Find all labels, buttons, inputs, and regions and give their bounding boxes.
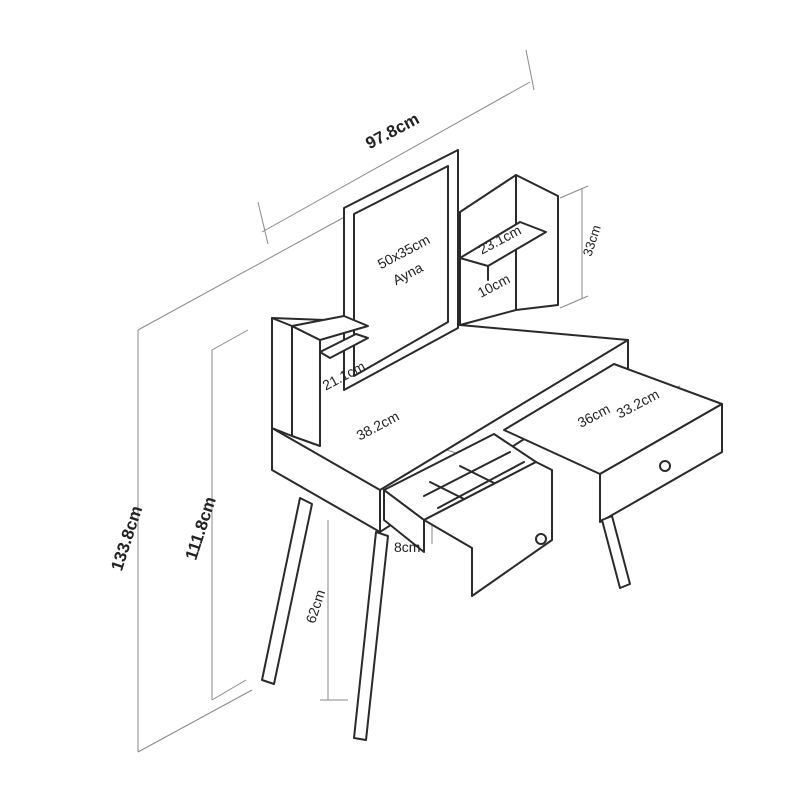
right-drawer bbox=[503, 363, 723, 523]
left-drawer bbox=[383, 433, 553, 597]
legs bbox=[261, 497, 631, 741]
width-total-label: 97.8cm bbox=[362, 109, 422, 153]
drawer-height-label: 8cm bbox=[394, 539, 420, 555]
left-side-unit bbox=[271, 315, 369, 447]
mirror: 50x35cm Ayna bbox=[343, 149, 459, 391]
upper-unit-height-label: 33cm bbox=[580, 223, 604, 258]
height-top-shelf-label: 111.8cm bbox=[182, 494, 220, 562]
leg-height-label: 62cm bbox=[302, 588, 328, 626]
height-total-label: 133.8cm bbox=[107, 503, 146, 573]
upper-right-unit bbox=[459, 174, 559, 326]
